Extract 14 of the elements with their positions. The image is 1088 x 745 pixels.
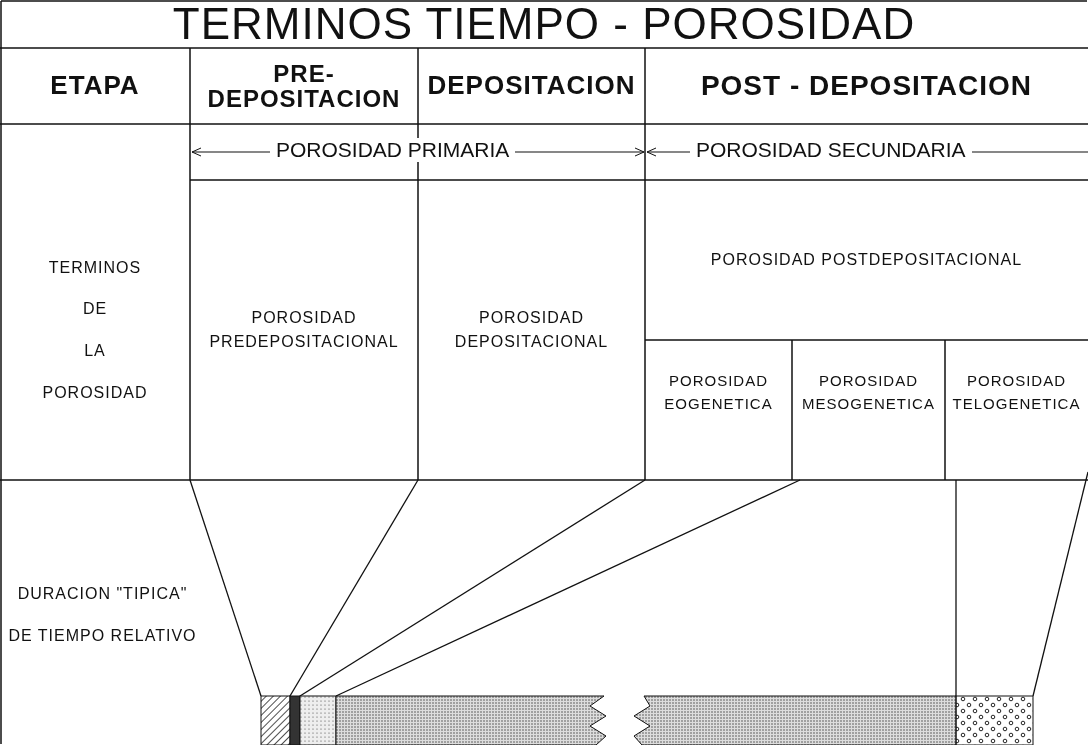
stage-heading: POST - DEPOSITACION [645, 48, 1088, 124]
porosity-term: POROSIDAD PREDEPOSITACIONAL [190, 180, 418, 480]
porosity-term: POROSIDAD POSTDEPOSITACIONAL [645, 180, 1088, 340]
stage-heading: DEPOSITACION [418, 48, 645, 124]
porosity-term: POROSIDAD DEPOSITACIONAL [418, 180, 645, 480]
porosity-term: POROSIDAD TELOGENETICA [945, 340, 1088, 480]
stage-heading: ETAPA [0, 48, 190, 124]
stage-heading: PRE- DEPOSITACION [190, 48, 418, 124]
porosity-type-label: POROSIDAD PRIMARIA [270, 138, 516, 162]
row-heading: DURACION "TIPICA" DE TIEMPO RELATIVO [0, 500, 205, 730]
title: TERMINOS TIEMPO - POROSIDAD [171, 0, 917, 48]
porosity-term: POROSIDAD EOGENETICA [645, 340, 792, 480]
row-heading: TERMINOS DE LA POROSIDAD [0, 180, 190, 480]
porosity-term: POROSIDAD MESOGENETICA [792, 340, 945, 480]
